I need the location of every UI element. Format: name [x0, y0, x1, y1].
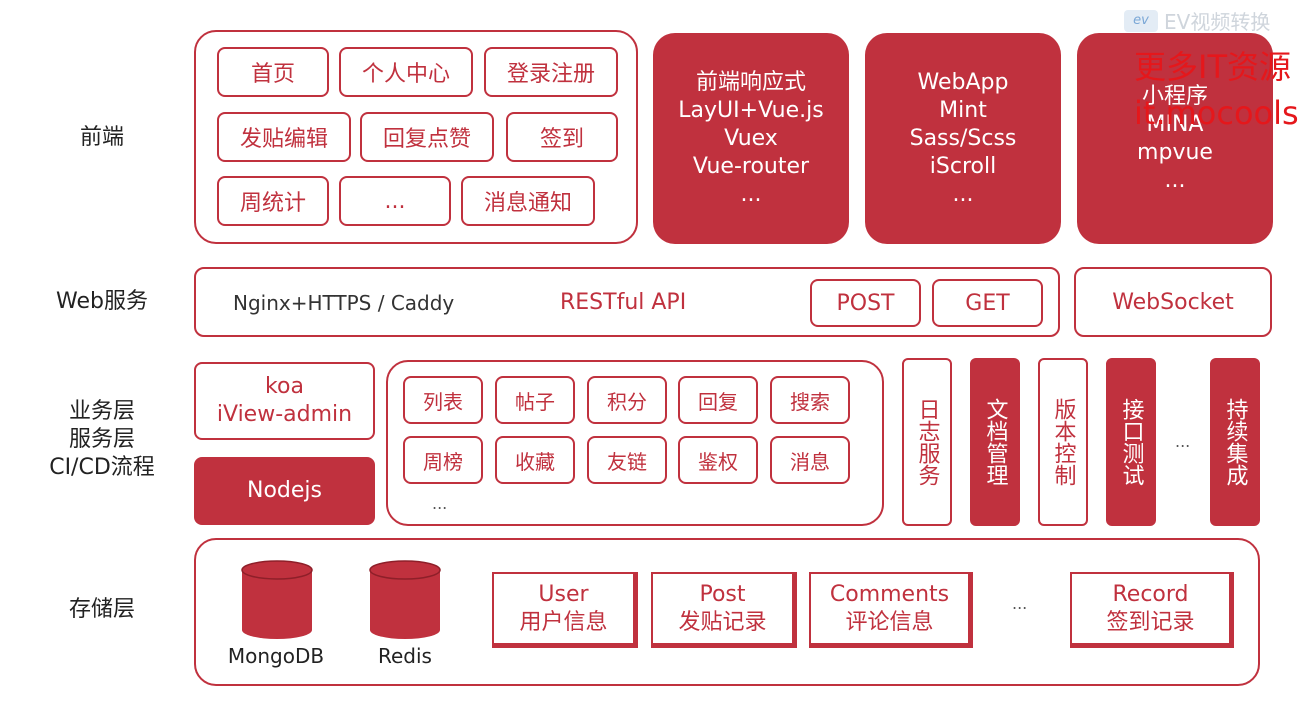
modules-more: ...	[432, 494, 448, 513]
module-search: 搜索	[770, 376, 850, 424]
module-post: 帖子	[495, 376, 575, 424]
post-method: POST	[810, 279, 921, 327]
responsive-title: 前端响应式	[695, 69, 806, 95]
layer-label-storage: 存储层	[68, 597, 135, 622]
webapp-tech-mint: Mint	[939, 97, 987, 123]
page-post-edit: 发贴编辑	[217, 112, 351, 162]
module-list: 列表	[403, 376, 483, 424]
collection-post-name: Post	[699, 581, 746, 607]
overlay-ad-line1: 更多IT资源	[1134, 48, 1291, 86]
websocket-box: WebSocket	[1074, 267, 1272, 337]
page-signin: 签到	[506, 112, 618, 162]
layer-label-business-line: 业务层	[68, 399, 135, 424]
collection-post-desc: 发贴记录	[678, 609, 767, 635]
webapp-tech-sass: Sass/Scss	[909, 125, 1017, 151]
collections-more: ...	[1012, 594, 1028, 613]
responsive-more: ...	[740, 181, 762, 207]
page-profile: 个人中心	[339, 47, 473, 97]
frontend-pages-group	[194, 30, 638, 244]
frontend-miniprogram-block: 小程序 MINA mpvue ...	[1077, 33, 1273, 244]
layer-label-cicd-line: CI/CD流程	[49, 455, 155, 480]
module-favorites: 收藏	[495, 436, 575, 484]
collection-user-desc: 用户信息	[519, 609, 608, 635]
module-weekly-rank: 周榜	[403, 436, 483, 484]
collection-comments-name: Comments	[829, 581, 950, 607]
miniprogram-tech-mina: MINA	[1146, 111, 1204, 137]
collection-comments: Comments 评论信息	[809, 572, 973, 648]
service-logging: 日志服务	[902, 358, 952, 526]
collection-record-desc: 签到记录	[1106, 609, 1195, 635]
mongodb-label: MongoDB	[227, 644, 325, 668]
module-auth: 鉴权	[678, 436, 758, 484]
page-notifications: 消息通知	[461, 176, 595, 226]
miniprogram-title: 小程序	[1141, 83, 1208, 109]
restful-api-label: RESTful API	[560, 289, 687, 315]
responsive-tech-vuex: Vuex	[724, 125, 778, 151]
collection-user: User 用户信息	[492, 572, 638, 648]
framework-iview-admin: iView-admin	[216, 402, 353, 427]
miniprogram-tech-mpvue: mpvue	[1137, 139, 1213, 165]
page-more: ...	[339, 176, 451, 226]
web-service-group	[194, 267, 1060, 337]
miniprogram-more: ...	[1164, 167, 1186, 193]
nodejs-box: Nodejs	[194, 457, 375, 525]
responsive-tech-router: Vue-router	[692, 153, 810, 179]
watermark: ev EV视频转换	[1124, 6, 1270, 35]
webapp-tech-iscroll: iScroll	[929, 153, 997, 179]
page-home: 首页	[217, 47, 329, 97]
responsive-tech-layui: LayUI+Vue.js	[678, 97, 824, 123]
frontend-webapp-block: WebApp Mint Sass/Scss iScroll ...	[865, 33, 1061, 244]
business-modules-group	[386, 360, 884, 526]
layer-label-web: Web服务	[56, 289, 148, 314]
framework-koa: koa	[265, 374, 304, 399]
watermark-text: EV视频转换	[1164, 10, 1271, 34]
page-weekly-stats: 周统计	[217, 176, 329, 226]
module-friend-links: 友链	[587, 436, 667, 484]
storage-group	[194, 538, 1260, 686]
collection-record: Record 签到记录	[1070, 572, 1234, 648]
service-version-control: 版本控制	[1038, 358, 1088, 526]
module-messages: 消息	[770, 436, 850, 484]
mongodb-database-icon	[241, 560, 313, 639]
layer-label-frontend: 前端	[79, 125, 124, 150]
module-reply: 回复	[678, 376, 758, 424]
redis-label: Redis	[378, 644, 432, 668]
service-api-testing: 接口测试	[1106, 358, 1156, 526]
collection-comments-desc: 评论信息	[845, 609, 934, 635]
service-ci: 持续集成	[1210, 358, 1260, 526]
ev-logo-icon: ev	[1124, 9, 1158, 32]
web-server-label: Nginx+HTTPS / Caddy	[233, 291, 455, 315]
services-more: ...	[1175, 432, 1191, 451]
layer-label-business: 业务层 服务层 CI/CD流程	[30, 398, 174, 482]
collection-record-name: Record	[1112, 581, 1189, 607]
page-reply-like: 回复点赞	[360, 112, 494, 162]
layer-label-service-line: 服务层	[68, 427, 135, 452]
webapp-more: ...	[952, 181, 974, 207]
overlay-ad-line2: it.mocools	[1134, 96, 1299, 130]
page-login: 登录注册	[484, 47, 618, 97]
frontend-responsive-block: 前端响应式 LayUI+Vue.js Vuex Vue-router ...	[653, 33, 849, 244]
service-docs: 文档管理	[970, 358, 1020, 526]
collection-user-name: User	[538, 581, 589, 607]
webapp-title: WebApp	[917, 69, 1009, 95]
collection-post: Post 发贴记录	[651, 572, 797, 648]
framework-box: koa iView-admin	[194, 362, 375, 440]
redis-database-icon	[369, 560, 441, 639]
get-method: GET	[932, 279, 1043, 327]
module-points: 积分	[587, 376, 667, 424]
